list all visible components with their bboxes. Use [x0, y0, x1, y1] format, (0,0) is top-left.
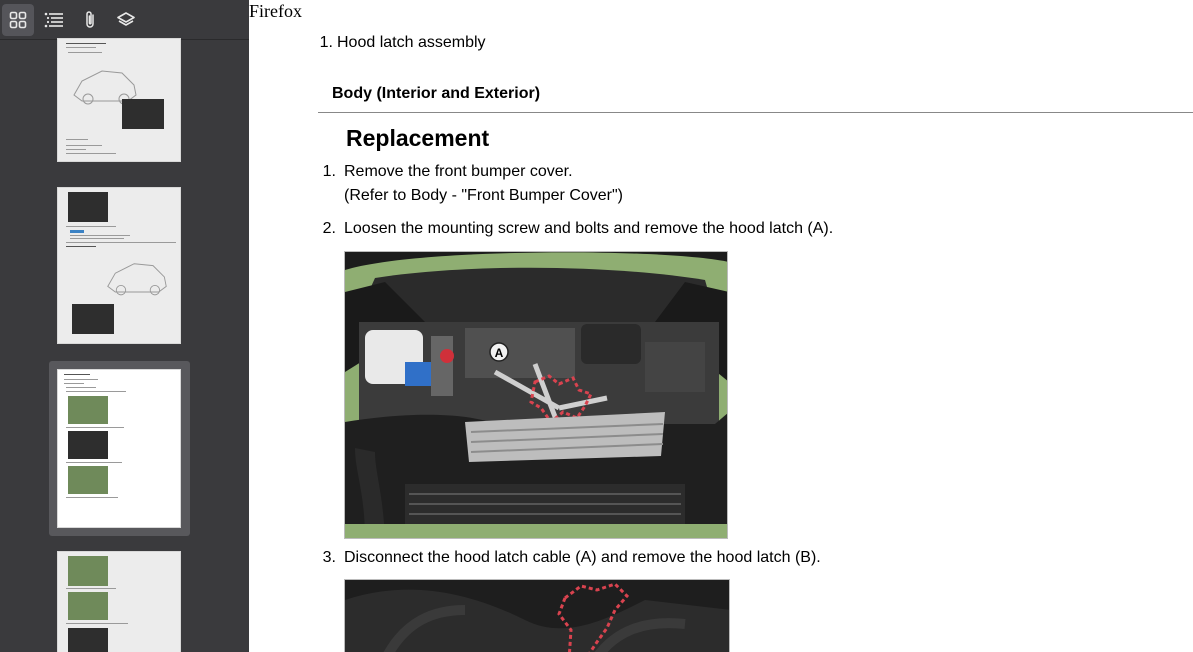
hood-latch-cable-photo	[344, 579, 730, 652]
grid-icon	[9, 11, 27, 29]
list-icon	[44, 12, 63, 28]
intro-item-number: 1.	[319, 34, 333, 51]
app-label: Firefox	[249, 1, 302, 21]
page-thumbnail-4[interactable]	[57, 551, 181, 652]
step-3-number: 3.	[322, 549, 336, 566]
engine-bay-photo: A	[344, 251, 728, 539]
step-3-text: Disconnect the hood latch cable (A) and …	[344, 549, 821, 566]
page-title: Replacement	[346, 125, 490, 151]
step-1-number: 1.	[322, 163, 336, 180]
page-thumbnail-1[interactable]	[57, 38, 181, 162]
section-divider	[318, 112, 1193, 113]
layers-button[interactable]	[110, 4, 142, 36]
step-1-text: Remove the front bumper cover.	[344, 163, 573, 180]
car-diagram-icon	[107, 263, 167, 296]
document-view: 1. Hood latch assembly Body (Interior an…	[249, 0, 1193, 652]
engine-bay-illustration: A	[345, 252, 727, 538]
outline-button[interactable]	[38, 4, 70, 36]
paperclip-icon	[86, 11, 94, 28]
step-1-reference: (Refer to Body - "Front Bumper Cover")	[344, 187, 623, 204]
step-2-number: 2.	[322, 220, 336, 237]
step-2-text: Loosen the mounting screw and bolts and …	[344, 220, 834, 237]
thumbnails-button[interactable]	[2, 4, 34, 36]
layers-icon	[117, 12, 135, 26]
section-header: Body (Interior and Exterior)	[332, 85, 541, 102]
page-thumbnail-2[interactable]	[57, 187, 181, 344]
attachments-button[interactable]	[74, 4, 106, 36]
callout-a-label: A	[495, 346, 504, 360]
intro-item-text: Hood latch assembly	[337, 34, 486, 51]
hood-latch-illustration	[345, 580, 729, 652]
sidebar-toolbar	[0, 0, 249, 40]
page-thumbnail-3[interactable]	[57, 369, 181, 528]
thumbnail-sidebar	[0, 0, 249, 652]
